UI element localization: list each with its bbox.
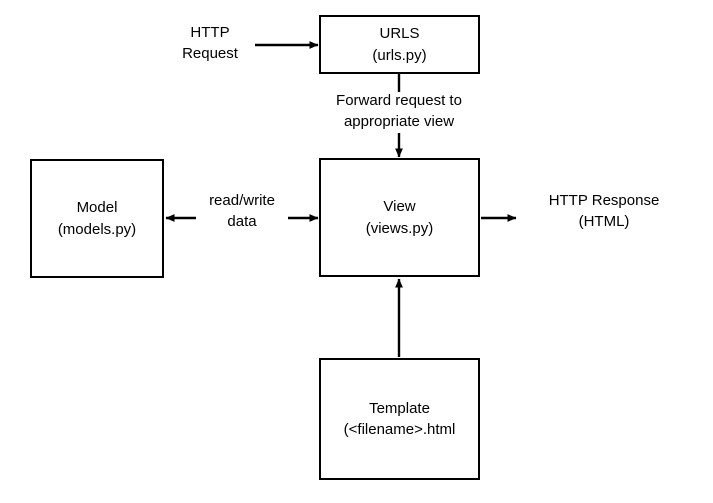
- view-node-line1: View: [383, 198, 416, 216]
- template-node-line1: Template: [369, 399, 430, 417]
- read-write-data-label: read/write data: [194, 190, 290, 233]
- forward-request-label: Forward request to appropriate view: [310, 90, 488, 133]
- urls-node-line1: URLS: [379, 25, 420, 43]
- read-write-data-label-line1: read/write: [209, 192, 275, 209]
- urls-node-line2: (urls.py): [372, 46, 427, 64]
- forward-request-label-line1: Forward request to: [336, 92, 462, 109]
- view-node[interactable]: View (views.py): [319, 158, 480, 277]
- view-node-line2: (views.py): [365, 219, 434, 237]
- model-node-line2: (models.py): [57, 220, 137, 238]
- model-node[interactable]: Model (models.py): [30, 159, 164, 278]
- http-response-label: HTTP Response (HTML): [524, 190, 684, 233]
- http-request-label: HTTP Request: [164, 22, 256, 65]
- urls-node[interactable]: URLS (urls.py): [319, 15, 480, 74]
- http-response-label-line1: HTTP Response: [548, 192, 660, 209]
- forward-request-label-line2: appropriate view: [343, 113, 455, 131]
- http-request-label-line2: Request: [182, 45, 238, 63]
- http-request-label-line1: HTTP: [190, 24, 230, 41]
- template-node[interactable]: Template (<filename>.html: [319, 358, 480, 480]
- model-node-line1: Model: [76, 199, 118, 217]
- template-node-line2: (<filename>.html: [343, 421, 456, 438]
- read-write-data-label-line2: data: [227, 213, 257, 231]
- http-response-label-line2: (HTML): [578, 213, 630, 231]
